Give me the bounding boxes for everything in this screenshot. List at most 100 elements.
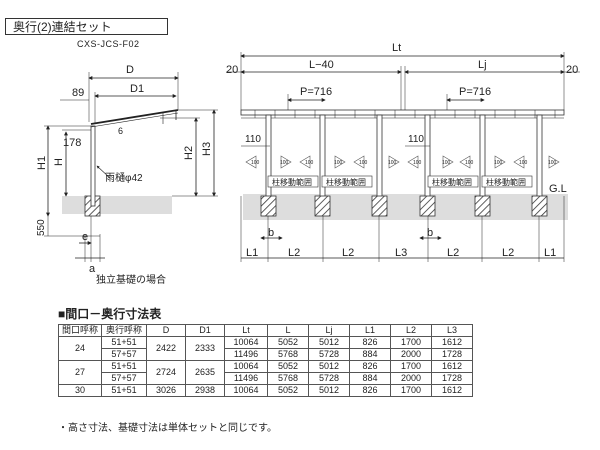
svg-text:100: 100 — [388, 160, 397, 166]
table-cell: 51+51 — [101, 384, 147, 397]
table-cell: 51+51 — [101, 336, 147, 349]
label-110-right: 110 — [408, 134, 424, 145]
label-b-right: b — [427, 227, 433, 239]
table-cell: 5012 — [308, 360, 350, 373]
table-cell: 2422 — [146, 336, 186, 361]
label-b-left: b — [268, 227, 274, 239]
table-cell: 5052 — [267, 360, 309, 373]
front-foundation-6 — [531, 195, 548, 217]
table-cell: 826 — [349, 384, 391, 397]
label-pitch-left: P=716 — [300, 86, 332, 98]
table-cell: 2000 — [390, 372, 432, 385]
label-L1-left: L1 — [246, 247, 258, 259]
table-header-cell: L2 — [390, 324, 432, 337]
svg-text:100: 100 — [442, 160, 451, 166]
label-e: e — [82, 231, 88, 243]
front-roof — [240, 109, 565, 116]
label-178: 178 — [63, 137, 81, 149]
label-550: 550 — [36, 219, 47, 236]
svg-text:100: 100 — [519, 160, 528, 166]
label-gutter: 雨樋φ42 — [105, 171, 143, 184]
label-D: D — [126, 64, 134, 76]
svg-text:100: 100 — [413, 160, 422, 166]
table-cell: 5728 — [308, 348, 350, 361]
label-L1-right: L1 — [544, 247, 556, 259]
table-header-cell: L — [267, 324, 309, 337]
table-cell: 10064 — [224, 384, 268, 397]
table-cell: 24 — [58, 336, 102, 361]
table-cell: 2724 — [146, 360, 186, 385]
table-cell: 5012 — [308, 336, 350, 349]
table-cell: 2938 — [185, 384, 225, 397]
svg-text:100: 100 — [548, 160, 557, 166]
table-cell: 10064 — [224, 336, 268, 349]
table-cell: 51+51 — [101, 360, 147, 373]
table-cell: 1612 — [431, 360, 473, 373]
label-Lj: Lj — [478, 59, 487, 71]
table-header-cell: Lj — [308, 324, 350, 337]
table-cell: 3026 — [146, 384, 186, 397]
table-header-cell: 間口呼称 — [58, 324, 102, 337]
table-cell: 57+57 — [101, 348, 147, 361]
label-L2-c: L2 — [447, 247, 459, 259]
model-code: CXS-JCS-F02 — [77, 39, 140, 49]
post-move-range-4: 柱移動範囲 — [486, 177, 526, 187]
table-header-cell: D — [146, 324, 186, 337]
label-20-right: 20 — [566, 64, 578, 76]
front-foundation-3 — [371, 195, 388, 217]
label-L2-b: L2 — [342, 247, 354, 259]
label-H1: H1 — [36, 156, 48, 170]
svg-text:100: 100 — [280, 160, 289, 166]
table-cell: 1728 — [431, 372, 473, 385]
svg-text:100: 100 — [251, 160, 260, 166]
label-pitch-right: P=716 — [459, 86, 491, 98]
table-cell: 1728 — [431, 348, 473, 361]
svg-text:100: 100 — [465, 160, 474, 166]
front-foundation-5 — [474, 195, 491, 217]
label-L3: L3 — [395, 247, 407, 259]
table-cell: 884 — [349, 348, 391, 361]
label-L2-a: L2 — [288, 247, 300, 259]
front-view — [226, 52, 580, 262]
label-GL: G.L — [549, 183, 567, 195]
table-cell: 5052 — [267, 336, 309, 349]
drawing-title: 奥行(2)連結セット — [5, 18, 168, 35]
label-D1: D1 — [130, 83, 144, 95]
front-view-labels: Lt L−40 Lj 20 20 P=716 P=716 110 110 100… — [226, 42, 578, 259]
post-move-range-1: 柱移動範囲 — [272, 177, 312, 187]
table-cell: 10064 — [224, 360, 268, 373]
label-a: a — [89, 263, 96, 275]
table-header-cell: Lt — [224, 324, 268, 337]
table-cell: 1700 — [390, 360, 432, 373]
label-20-left: 20 — [226, 64, 238, 76]
table-cell: 884 — [349, 372, 391, 385]
table-cell: 11496 — [224, 348, 268, 361]
table-cell: 1700 — [390, 336, 432, 349]
front-foundation-1 — [260, 195, 277, 217]
table-title: ■間口－奥行寸法表 — [58, 307, 162, 321]
svg-text:100: 100 — [305, 160, 314, 166]
table-cell: 2333 — [185, 336, 225, 361]
table-cell: 5012 — [308, 384, 350, 397]
ground-band — [62, 196, 172, 214]
side-view-labels: D D1 89 178 6 H1 H H2 H3 雨樋φ42 550 e a 独… — [36, 64, 213, 286]
table-header-cell: L1 — [349, 324, 391, 337]
table-cell: 826 — [349, 336, 391, 349]
table-cell: 1612 — [431, 384, 473, 397]
ground-band-front — [243, 194, 568, 220]
label-H2: H2 — [183, 146, 195, 160]
post-move-range-3: 柱移動範囲 — [432, 177, 472, 187]
table-cell: 27 — [58, 360, 102, 385]
side-view-caption: 独立基礎の場合 — [96, 273, 166, 286]
table-cell: 5768 — [267, 348, 309, 361]
table-cell: 30 — [58, 384, 102, 397]
side-view — [44, 72, 218, 262]
label-89: 89 — [72, 87, 84, 99]
table-cell: 5052 — [267, 384, 309, 397]
label-slope: 6 — [118, 126, 123, 136]
